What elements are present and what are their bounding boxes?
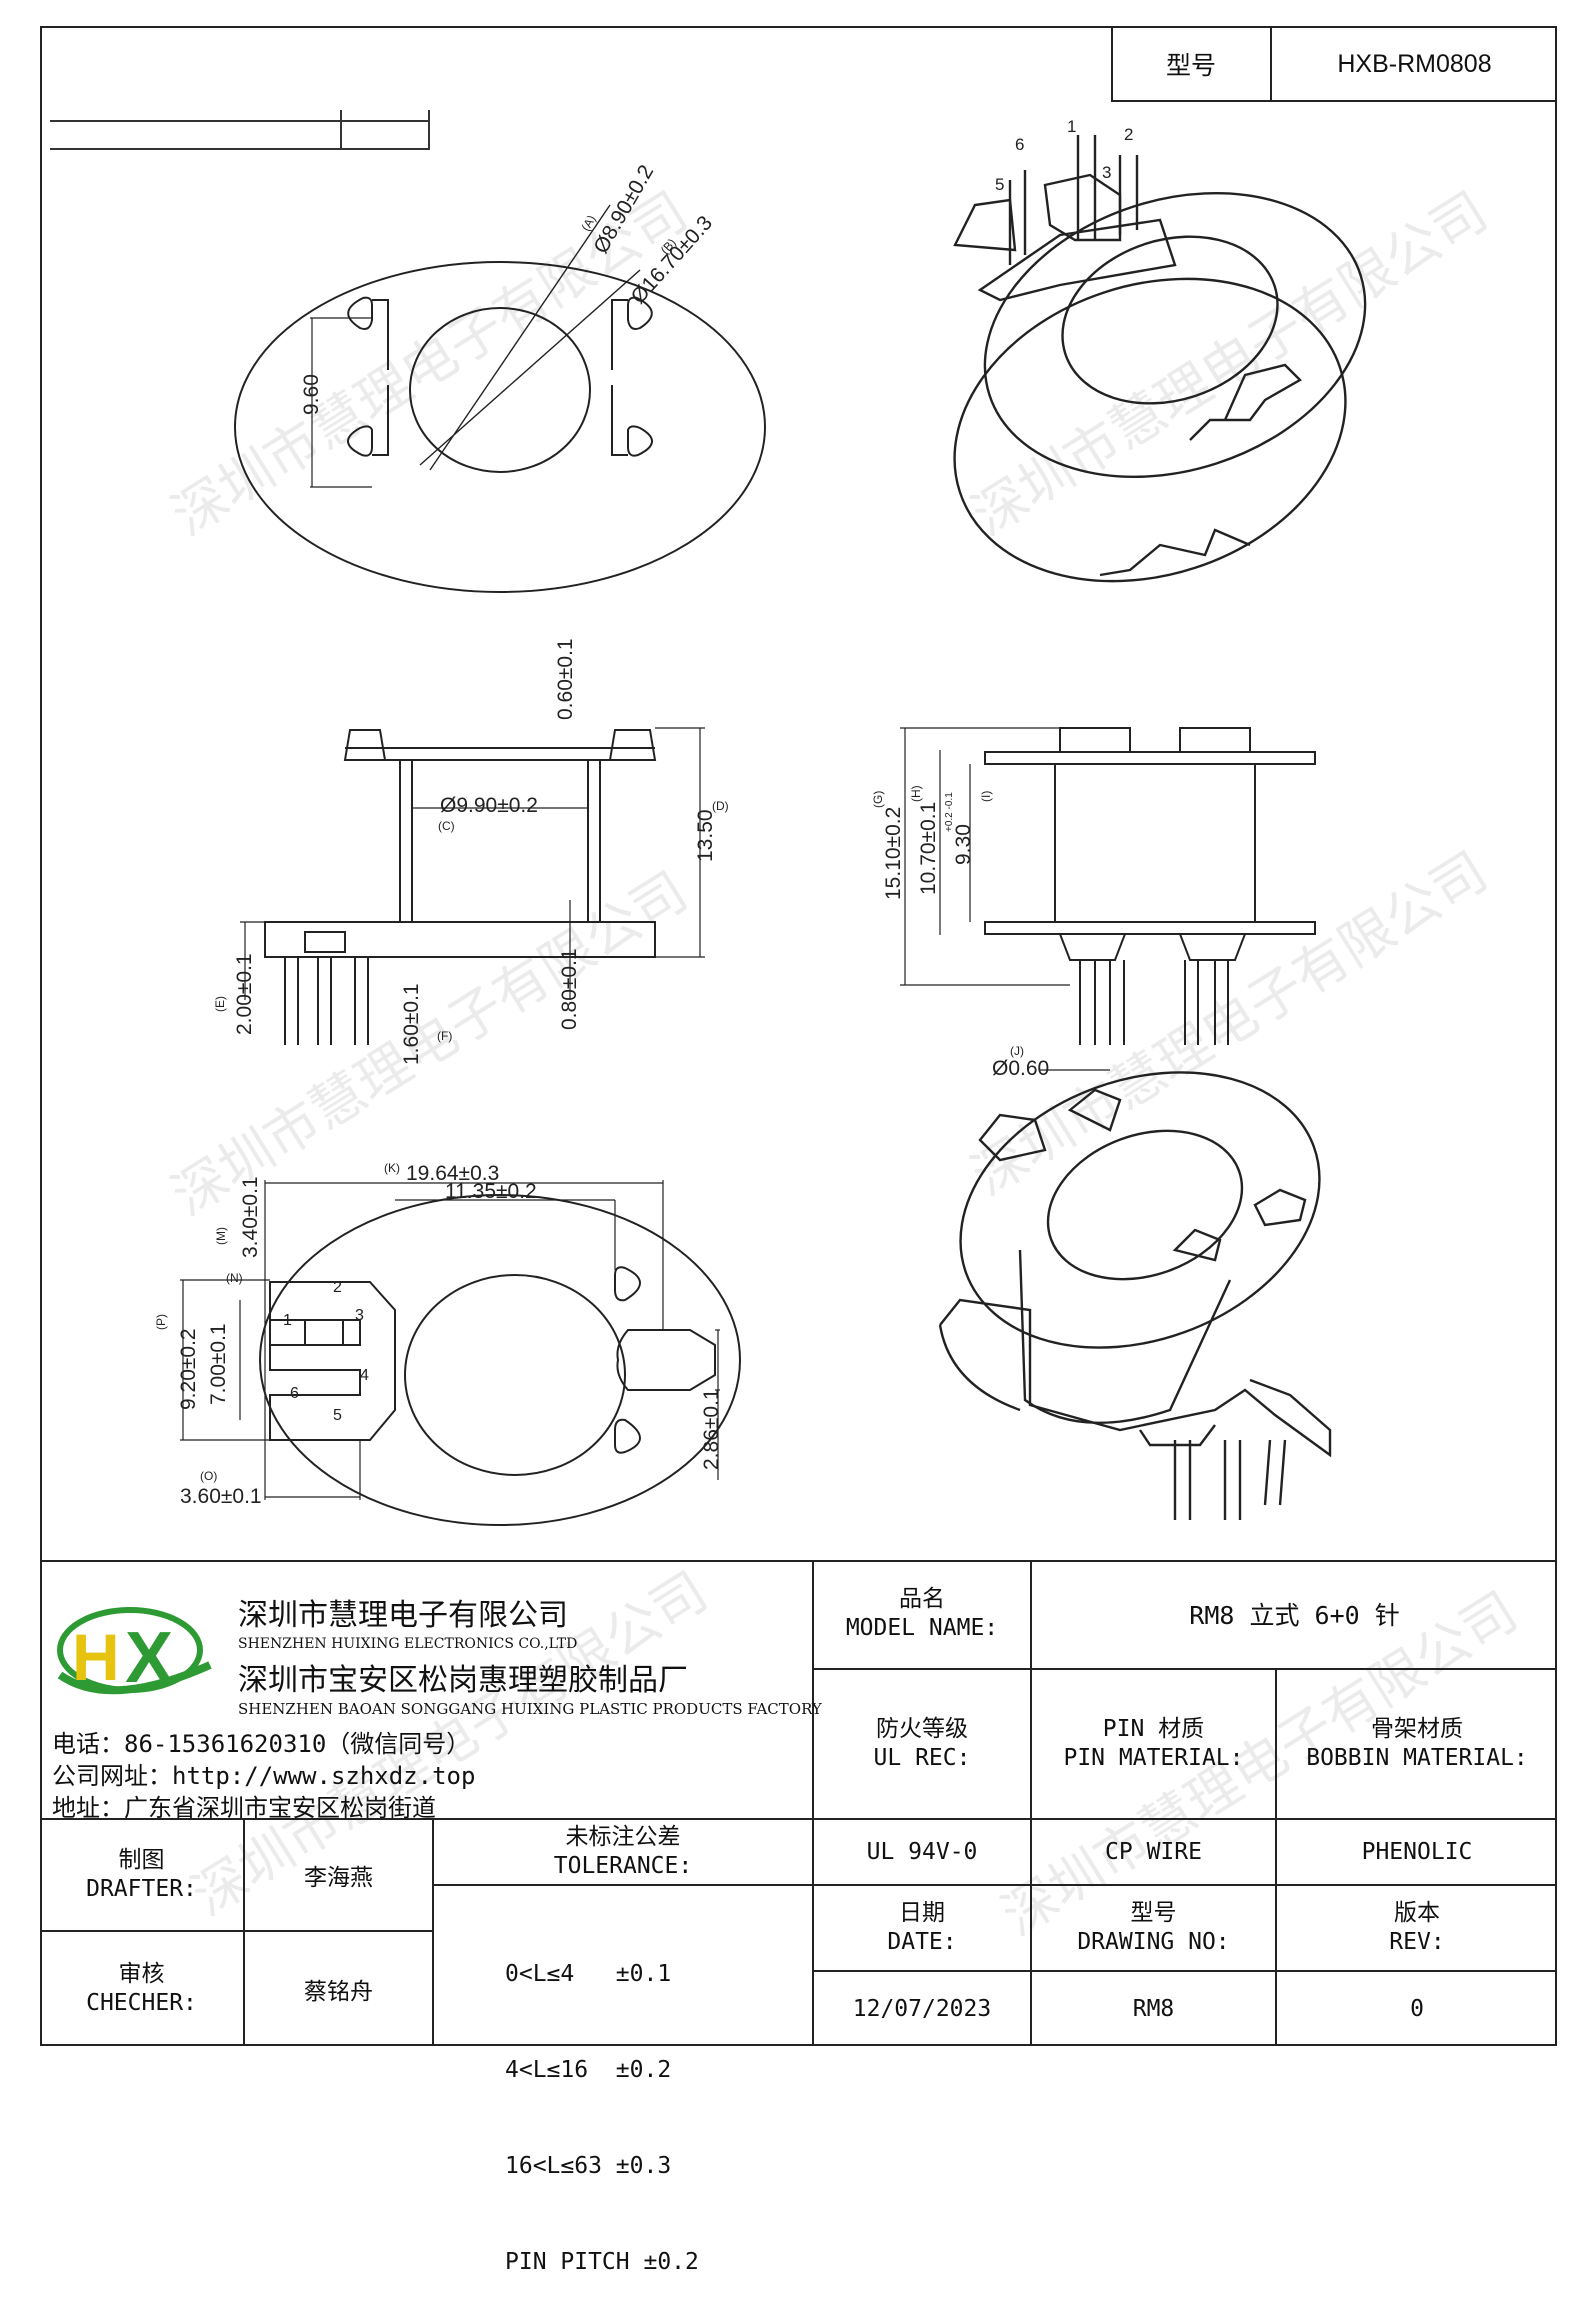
dim-r-value: 2.86±0.1	[700, 1388, 723, 1470]
tolerance-row: 0<L≤4 ±0.1	[505, 1961, 672, 1987]
dim-g-tag: (G)	[871, 791, 885, 808]
tolerance-table: 0<L≤4 ±0.1 4<L≤16 ±0.2 16<L≤63 ±0.3 PIN …	[505, 1894, 699, 2310]
dim-d-value: 13.50	[694, 809, 717, 862]
bottom-view	[259, 1194, 741, 1526]
dim-c-value: Ø9.90±0.2	[440, 794, 538, 817]
pin-label: 3	[355, 1307, 364, 1324]
dim-f-tag: (F)	[437, 1029, 452, 1043]
dim-o-tag: (O)	[200, 1469, 217, 1483]
dim-g-value: 15.10±0.2	[882, 807, 905, 900]
dim-a-value: Ø8.90±0.2	[589, 161, 658, 257]
dim-d-tag: (D)	[712, 799, 729, 813]
factory-name-en: SHENZHEN BAOAN SONGGANG HUIXING PLASTIC …	[238, 1700, 822, 1718]
svg-text:H: H	[72, 1620, 120, 1694]
pin-label: 2	[333, 1279, 342, 1296]
tolerance-row: 16<L≤63 ±0.3	[505, 2153, 672, 2179]
dim-n-tag: (N)	[226, 1271, 243, 1285]
dim-i-tag: (I)	[979, 791, 993, 802]
company-website: 公司网址：http://www.szhxdz.top	[52, 1762, 476, 1790]
dim-a-tag: (A)	[578, 213, 598, 234]
dim-h-tag: (H)	[909, 785, 923, 802]
top-view	[234, 261, 766, 593]
dim-i-value: 9.30	[952, 824, 975, 865]
company-logo: H X	[57, 1607, 212, 1698]
company-name-en: SHENZHEN HUIXING ELECTRONICS CO.,LTD	[238, 1636, 578, 1652]
dim-b-value: Ø16.70±0.3	[627, 212, 717, 309]
iso-view-top	[953, 135, 1367, 583]
dim-j-value: Ø0.60	[992, 1057, 1049, 1080]
dim-j-tag: (J)	[1010, 1044, 1024, 1058]
dim-e-value: 2.00±0.1	[233, 953, 256, 1035]
ul-rec-value: UL 94V-0	[866, 1839, 978, 1865]
tolerance-row: PIN PITCH ±0.2	[505, 2249, 699, 2275]
drawing-no-value: RM8	[1132, 1996, 1175, 2022]
drafter-value: 李海燕	[304, 1865, 373, 1891]
dim-bottom-flange: 0.80±0.1	[558, 948, 581, 1030]
bobbin-material-value: PHENOLIC	[1361, 1839, 1473, 1865]
dim-c-tag: (C)	[438, 819, 455, 833]
tolerance-row: 4<L≤16 ±0.2	[505, 2057, 672, 2083]
rev-value: 0	[1410, 1996, 1424, 2022]
dim-h-value: 10.70±0.1	[917, 802, 940, 895]
dim-i-tolerance: +0.2 -0.1	[944, 792, 955, 832]
company-address: 地址：广东省深圳市宝安区松岗街道	[52, 1794, 436, 1822]
model-header-box	[1111, 26, 1557, 102]
pin-label: 3	[1102, 163, 1111, 182]
iso-view-bottom	[938, 1071, 1332, 1520]
dim-m-value: 3.40±0.1	[239, 1176, 262, 1258]
pin-label: 5	[995, 175, 1004, 194]
title-block	[40, 1560, 1557, 2048]
dim-p-tag: (P)	[154, 1314, 168, 1330]
dim-flange-thick: 0.60±0.1	[554, 638, 577, 720]
dim-l-value: 11.35±0.2	[445, 1180, 537, 1203]
pin-label: 2	[1124, 125, 1133, 144]
dim-top-height: 9.60	[300, 374, 323, 415]
front-view	[264, 729, 657, 1045]
dim-f-value: 1.60±0.1	[400, 983, 423, 1065]
technical-drawing: (A) Ø8.90±0.2 (B) Ø16.70±0.3 9.60 0.60±0…	[154, 117, 1367, 1526]
model-name-value: RM8 立式 6+0 针	[1189, 1601, 1400, 1630]
pin-label: 6	[1015, 135, 1024, 154]
company-phone: 电话：86-15361620310（微信同号）	[52, 1730, 471, 1758]
pin-label: 1	[1067, 117, 1076, 136]
date-value: 12/07/2023	[852, 1996, 992, 2022]
drawing-sheet	[40, 26, 1557, 2046]
pin-material-value: CP WIRE	[1105, 1839, 1202, 1865]
dim-p-value: 9.20±0.2	[177, 1328, 200, 1410]
svg-text:X: X	[125, 1618, 173, 1698]
pin-label: 1	[283, 1312, 292, 1329]
pin-label: 5	[333, 1407, 342, 1424]
dim-o-value: 3.60±0.1	[180, 1485, 262, 1508]
factory-name-cn: 深圳市宝安区松岗惠理塑胶制品厂	[238, 1663, 688, 1698]
revision-lines	[50, 110, 430, 150]
company-name-cn: 深圳市慧理电子有限公司	[238, 1598, 568, 1633]
checker-value: 蔡铭舟	[304, 1979, 373, 2005]
side-view	[984, 727, 1316, 1045]
dim-k-value: 19.64±0.3	[406, 1162, 499, 1185]
model-value: HXB-RM0808	[1337, 49, 1492, 78]
pin-label: 4	[360, 1367, 369, 1384]
pin-label: 6	[290, 1385, 299, 1402]
dim-q-value: 7.00±0.1	[207, 1323, 230, 1405]
dim-m-tag: (M)	[214, 1227, 228, 1245]
dim-k-tag: (K)	[384, 1161, 400, 1175]
dim-e-tag: (E)	[213, 996, 227, 1012]
model-label: 型号	[1165, 51, 1216, 80]
